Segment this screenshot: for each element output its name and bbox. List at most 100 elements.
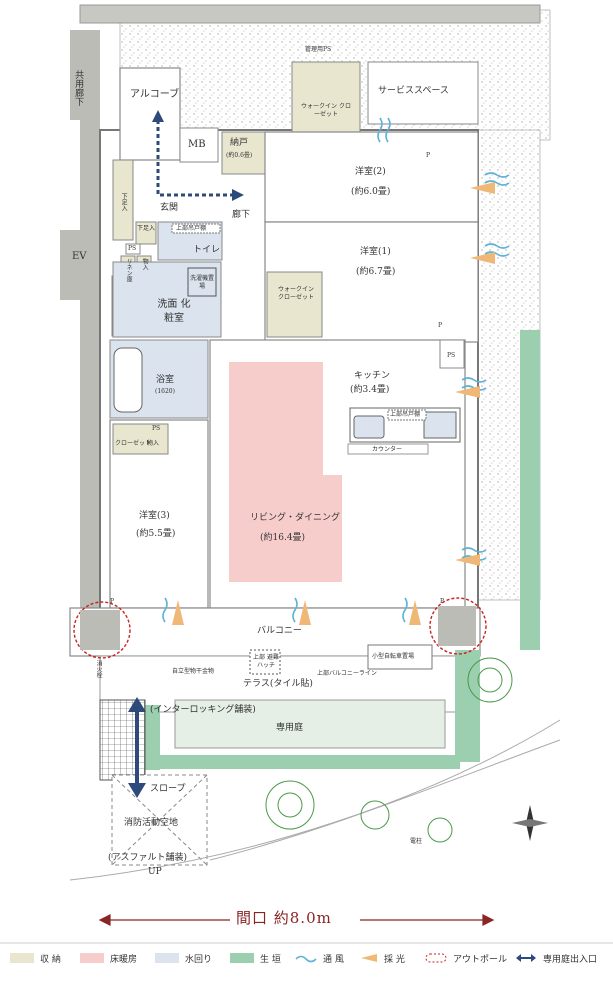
shoe-box-label: 下足入 (120, 193, 128, 211)
tree-3 (360, 800, 390, 830)
up-label: UP (148, 867, 162, 877)
living-label: リビング・ダイニング (250, 513, 341, 523)
service-space-label: サービススペース (378, 86, 449, 96)
bike-label: 小型自転車置場 (372, 653, 415, 660)
ev-column (60, 230, 95, 300)
pole-label: 電柱 (410, 838, 423, 845)
shelf-label: 物入 (141, 258, 149, 270)
legend-storage: 収 納 (10, 950, 61, 966)
slope-label: スロープ (150, 784, 186, 794)
frontage-arrow (98, 914, 495, 926)
walkin-closet-top (291, 61, 361, 133)
shoe-box-1 (112, 159, 134, 241)
counter-top (347, 443, 429, 455)
ps-box (125, 243, 141, 255)
ps3-label: PS (152, 425, 161, 432)
bike-area (367, 644, 433, 670)
walkin-closet-mid-label: ウォークイン クローゼット (277, 286, 314, 302)
fire-space-label: 消防活動空地 (124, 818, 179, 828)
terrace-label: テラス(タイル貼) (243, 679, 313, 689)
p-label-3: P (440, 598, 445, 605)
storeroom-label: 納戸 (230, 138, 249, 148)
walkin-closet-top-label: ウォークイン クローゼット (301, 103, 351, 119)
ps-right (439, 339, 465, 369)
western-room-3-label: 洋室(3) (139, 511, 170, 521)
storage-b-label: 物入 (147, 440, 160, 447)
double-arrow-icon (516, 954, 536, 962)
hedge-mid (455, 650, 480, 762)
legend-floor-heating: 床暖房 (80, 950, 137, 966)
western-room-2-label: 洋室(2) (355, 167, 386, 177)
western-room-1-label: 洋室(1) (360, 247, 391, 257)
dryer-label: 自立型物干金物 (172, 668, 215, 675)
sink (353, 415, 385, 439)
top-wall (79, 4, 541, 24)
legend-hedge: 生 垣 (230, 950, 281, 966)
mb-box (179, 127, 219, 163)
hydrant-label: 消火栓 (95, 660, 103, 678)
shoe-box-2-label: 下足入 (137, 225, 156, 232)
bathtub (113, 347, 143, 413)
western-room-2-size: (約6.0畳) (351, 187, 391, 197)
toilet-cabinet (171, 223, 221, 234)
bath-size: (1620) (155, 388, 175, 395)
washer-label: 洗濯機置場 (190, 275, 215, 291)
light-icon (361, 954, 377, 962)
shoe-box-2 (135, 221, 157, 245)
alcove-area (119, 67, 181, 161)
hedge-bottom (150, 755, 460, 769)
kitchen-cabinet (387, 409, 427, 421)
left-wall (80, 120, 100, 610)
interlocking-label: (インターロッキング舗装) (150, 705, 256, 715)
balcony-label: バルコニー (257, 626, 302, 636)
outpole-left (73, 601, 131, 659)
ps-label: PS (128, 245, 137, 252)
asphalt-label: (アスファルト舗装) (108, 853, 188, 863)
compass-icon (512, 805, 548, 841)
floor-heating-zone (229, 362, 342, 582)
washroom-label: 洗面 化粧室 (157, 299, 191, 324)
storeroom (221, 131, 268, 175)
private-garden (174, 699, 446, 749)
p-label-4: P (110, 598, 115, 605)
frontage-dimension: 間口 約8.0m (0, 905, 613, 929)
ev-label: EV (72, 251, 87, 262)
counter-label: カウンター (372, 446, 403, 453)
tree-2 (265, 780, 315, 830)
bathroom-label: 浴室 (156, 375, 175, 385)
piping-space-label: 管理用PS (305, 46, 332, 53)
road-curve (69, 719, 561, 881)
ps2-label: PS (447, 352, 456, 359)
alcove-label: アルコーブ (130, 89, 180, 100)
legend-water: 水回り (155, 950, 212, 966)
hedge-right (520, 330, 540, 650)
kitchen-cabinet-label: 上部吊戸棚 (390, 411, 421, 418)
linen-label: リネン庫 (125, 258, 133, 282)
p-label-1: P (426, 152, 431, 159)
service-space (367, 61, 479, 125)
hedge-left (145, 705, 160, 770)
walkin-closet-mid (266, 271, 323, 338)
entry-path (156, 120, 232, 197)
toilet-cabinet-label: 上部吊戸棚 (176, 225, 207, 232)
western-room-1-size: (約6.7畳) (356, 267, 396, 277)
p-label-2: P (438, 322, 443, 329)
private-garden-label: 専用庭 (276, 723, 304, 733)
wind-icon (295, 955, 317, 963)
storeroom-size: (約0.6畳) (226, 152, 253, 159)
stove (423, 411, 457, 439)
frontage-label: 間口 約8.0m (236, 909, 332, 927)
hatch (249, 649, 281, 675)
western-room-2 (264, 131, 479, 223)
outpole-icon (425, 953, 447, 963)
legend-light: 採 光 (360, 950, 405, 966)
upper-left-wall (70, 30, 100, 120)
legend-entry: 専用庭出入口 (515, 950, 597, 966)
tree-4 (427, 817, 453, 843)
common-corridor-label: 共用廊下 (73, 70, 84, 106)
washer-space (187, 267, 217, 297)
kitchen-size: (約3.4畳) (350, 385, 390, 395)
hatch-label: 上部 避難ハッチ (253, 654, 279, 670)
legend-outpole: アウトポール (425, 950, 507, 966)
